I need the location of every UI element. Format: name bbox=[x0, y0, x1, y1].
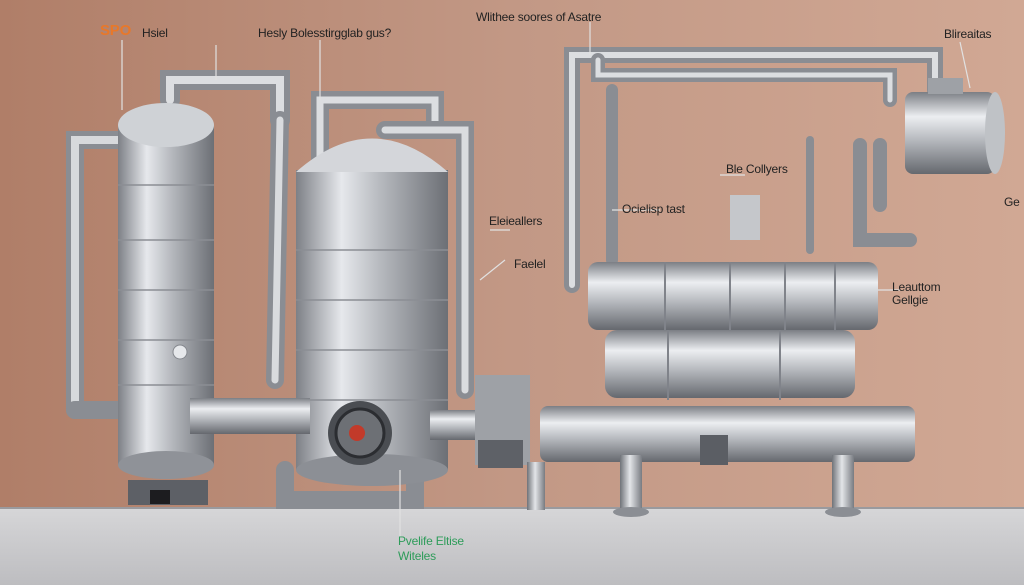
left-pipe-network bbox=[66, 70, 474, 509]
label-top-right-center: Wlithee soores of Asatre bbox=[476, 10, 602, 24]
circulation-pump bbox=[190, 375, 530, 468]
label-hsiel: Hsiel bbox=[142, 26, 168, 40]
label-side-value: Ge bbox=[1004, 195, 1020, 209]
annotation-leader-lines bbox=[121, 22, 971, 540]
bottom-manifold-pipe bbox=[527, 406, 915, 517]
label-top-right: Blireaitas bbox=[944, 27, 992, 41]
label-ble-collyers: Ble Collyers bbox=[726, 162, 788, 176]
right-pipe-network bbox=[564, 47, 943, 293]
label-top-center: Hesly Bolesstirgglab gus? bbox=[258, 26, 392, 40]
label-bottom-line1: Pvelife Eltise bbox=[398, 534, 464, 548]
floor bbox=[0, 508, 1024, 585]
horizontal-heat-exchanger bbox=[588, 195, 878, 400]
label-ocielisp: Ocielisp tast bbox=[622, 202, 685, 216]
upper-expansion-drum bbox=[905, 78, 1005, 174]
label-bottom-line2: Witeles bbox=[398, 549, 436, 563]
label-leauttom: Leauttom bbox=[892, 280, 941, 294]
left-tall-vessel bbox=[118, 103, 214, 505]
label-code: SPO bbox=[100, 22, 132, 39]
label-gelligie: Gellgie bbox=[892, 293, 928, 307]
label-faelel: Faelel bbox=[514, 257, 546, 271]
label-eleieallers: Eleieallers bbox=[489, 214, 543, 228]
